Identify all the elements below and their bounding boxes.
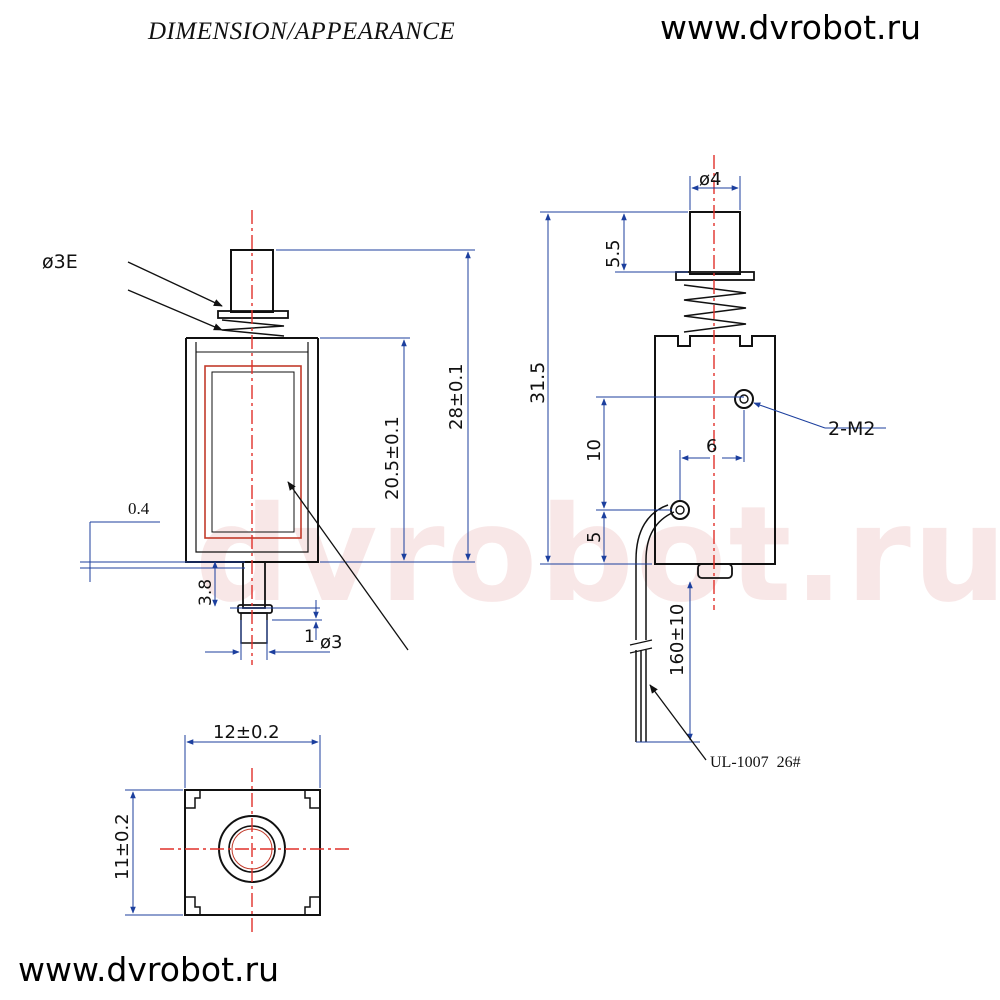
- top-view: 12±0.2 11±0.2: [112, 722, 350, 935]
- side-dimensions: [540, 176, 886, 743]
- plunger-label: ø3E: [42, 251, 78, 273]
- website-header: www.dvrobot.ru: [660, 8, 921, 47]
- plunger-diameter-label: ø4: [699, 169, 721, 190]
- wire-spec-label: UL-1007 26#: [710, 754, 801, 771]
- side-body: [629, 211, 776, 742]
- top-width-label: 12±0.2: [213, 722, 280, 743]
- shaft-length-label: 3.8: [196, 579, 216, 606]
- offset-label: 0.4: [128, 499, 150, 518]
- height-frame-label: 20.5±0.1: [382, 416, 403, 500]
- website-footer: www.dvrobot.ru: [18, 950, 279, 989]
- front-leaders: [127, 261, 409, 651]
- hole-offset-label: 6: [706, 436, 717, 457]
- overall-height-label: 31.5: [527, 362, 549, 404]
- shaft-diameter-label: ø3: [320, 632, 342, 653]
- top-depth-label: 11±0.2: [112, 813, 133, 880]
- mount-hole-upper: [734, 389, 754, 409]
- front-view: ø3E 0.4 28±0.1 20.5±0.1 3.8 1 ø3: [42, 210, 475, 665]
- wire-length-label: 160±10: [667, 604, 688, 676]
- hole-bottom-label: 5: [584, 532, 605, 543]
- shaft-step-label: 1: [304, 627, 315, 647]
- height-total-label: 28±0.1: [446, 363, 467, 430]
- plunger-height-label: 5.5: [603, 239, 624, 268]
- mount-hole-lower: [670, 500, 690, 520]
- drawing-title: DIMENSION/APPEARANCE: [148, 18, 456, 45]
- side-view: ø4 5.5 31.5 10 6 5 2-M2 160±10 UL-1007 2…: [527, 155, 886, 771]
- mount-holes-label: 2-M2: [828, 418, 875, 440]
- top-dimensions: [125, 735, 321, 916]
- hole-spacing-label: 10: [584, 439, 605, 462]
- top-centerlines: [160, 768, 350, 935]
- front-dimensions: [80, 249, 475, 660]
- wire-spec-leader: [649, 684, 707, 761]
- watermark: dvrobot.ru: [195, 478, 1000, 632]
